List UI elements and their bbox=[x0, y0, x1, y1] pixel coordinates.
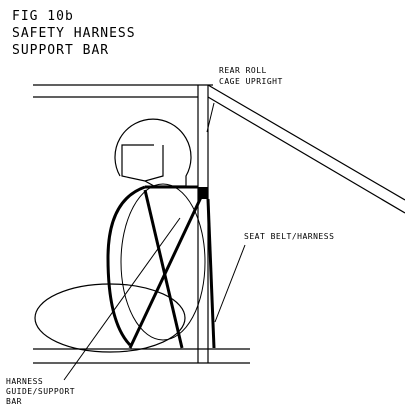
harness-strap-diagonal bbox=[128, 192, 205, 349]
figure-title-line-1: FIG 10b bbox=[12, 9, 74, 24]
top-rail bbox=[33, 84, 213, 98]
seat-belt-strap bbox=[206, 198, 216, 349]
lap-strap bbox=[143, 189, 184, 349]
figure-title-line-2: SAFETY HARNESS bbox=[12, 26, 136, 41]
label-harness-guide-line-2: GUIDE/SUPPORT bbox=[6, 387, 76, 396]
label-roll-cage-line-2: CAGE UPRIGHT bbox=[219, 77, 283, 86]
label-roll-cage-line-1: REAR ROLL bbox=[219, 66, 267, 75]
helmet-head bbox=[114, 118, 192, 187]
label-seat-belt: SEAT BELT/HARNESS bbox=[244, 232, 335, 241]
torso-outline bbox=[106, 183, 206, 347]
roll-cage-diagonal bbox=[207, 84, 405, 214]
seat-ellipse bbox=[34, 283, 186, 353]
leader-lines bbox=[63, 102, 246, 381]
figure-title-line-3: SUPPORT BAR bbox=[12, 43, 110, 58]
floor-rail bbox=[33, 348, 250, 364]
label-harness-guide-line-1: HARNESS bbox=[6, 377, 44, 386]
label-harness-guide-line-3: BAR bbox=[6, 397, 22, 406]
